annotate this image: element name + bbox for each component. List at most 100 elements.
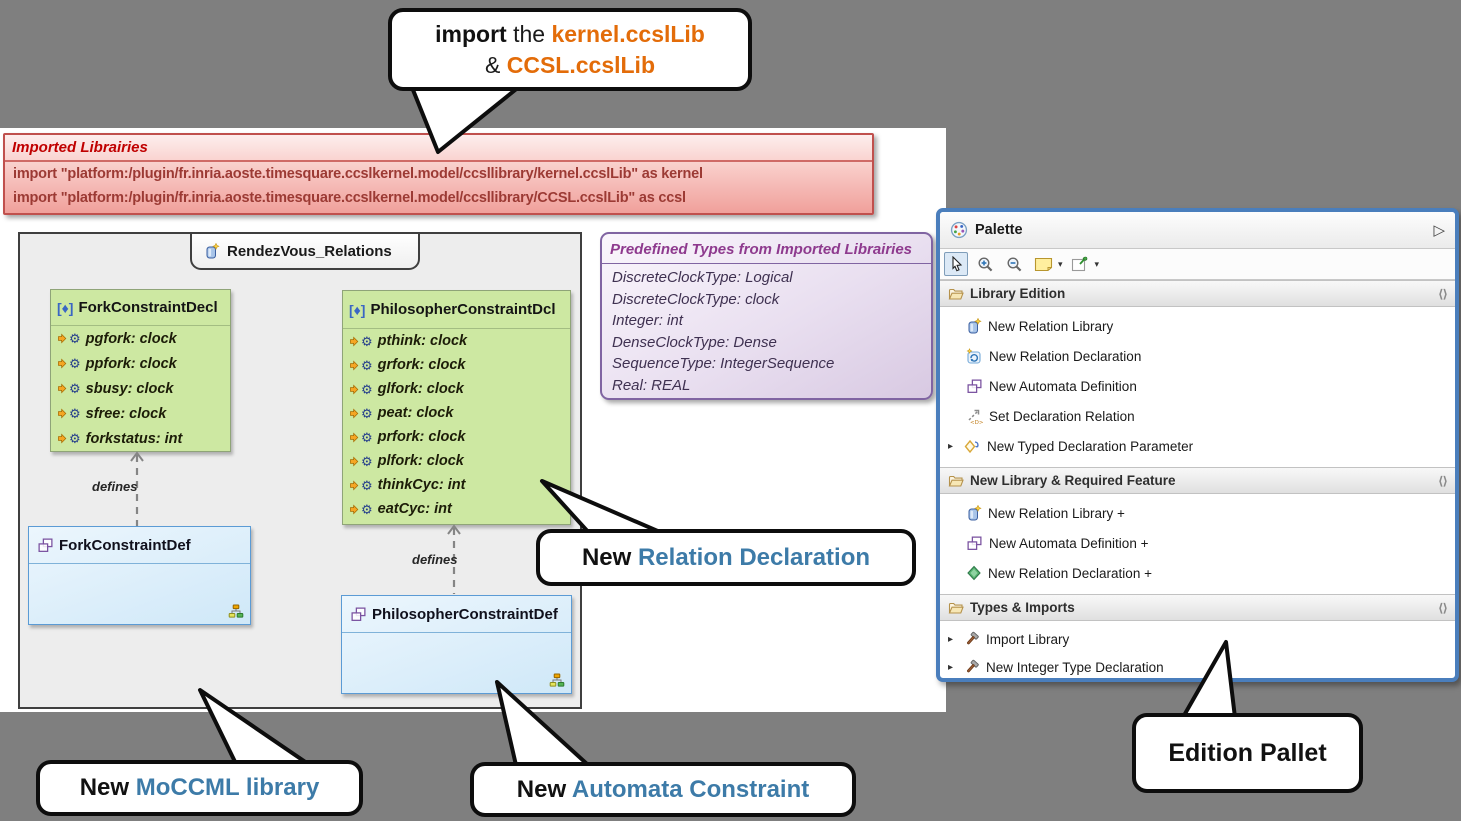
pin-section-icon[interactable]: ⟨⟩ [1438,286,1448,301]
pinned-note-tool-button[interactable] [1068,252,1092,276]
palette-item-label: New Typed Declaration Parameter [987,438,1194,454]
palette-item-new-relation-library-plus[interactable]: New Relation Library + [940,498,1455,528]
defines-edge [130,451,144,527]
relation-library-icon [204,243,220,259]
attribute-row[interactable]: ⚙ thinkCyc: int [343,473,570,497]
palette-panel: Palette ▷ [936,208,1459,682]
attribute-label: peat: clock [377,405,454,421]
relation-declaration-callout: New Relation Declaration [536,529,916,586]
palette-item-new-typed-declaration-parameter[interactable]: ▸ New Typed Declaration Parameter [940,431,1455,461]
attribute-row[interactable]: ⚙ sbusy: clock [51,376,230,401]
import-callout: import the kernel.ccslLib & CCSL.ccslLib [388,8,752,91]
palette-item-new-relation-declaration-plus[interactable]: New Relation Declaration + [940,558,1455,588]
attribute-row[interactable]: ⚙ glfork: clock [343,377,570,401]
palette-item-label: Import Library [986,631,1070,647]
diagram-area[interactable]: RendezVous_Relations [♦] ForkConstraintD… [18,232,582,709]
attribute-label: sfree: clock [85,405,167,422]
palette-toolbar: ▾ ▾ [940,249,1455,280]
palette-item-new-relation-library[interactable]: New Relation Library [940,311,1455,341]
pin-section-icon[interactable]: ⟨⟩ [1438,600,1448,615]
imported-libraries-panel[interactable]: Imported Librairies import "platform:/pl… [3,133,874,215]
palette-item-label: New Automata Definition [989,378,1137,394]
palette-icon [950,221,968,239]
hammer-icon [964,659,980,675]
section-library-edition[interactable]: Library Edition ⟨⟩ [940,280,1455,307]
palette-header[interactable]: Palette ▷ [940,212,1455,249]
attribute-label: forkstatus: int [85,430,183,447]
attribute-row[interactable]: ⚙ pgfork: clock [51,326,230,351]
attribute-row[interactable]: ⚙ sfree: clock [51,401,230,426]
editor-canvas: Imported Librairies import "platform:/pl… [0,128,946,712]
note-tool-button[interactable] [1031,252,1055,276]
section-types-and-imports[interactable]: Types & Imports ⟨⟩ [940,594,1455,621]
clock-attribute-icon: ⚙ [350,431,373,444]
attribute-row[interactable]: ⚙ plfork: clock [343,449,570,473]
node-title: PhilosopherConstraintDef [372,605,558,623]
relation-library-icon [966,505,982,521]
palette-item-new-automata-definition[interactable]: New Automata Definition [940,371,1455,401]
type-entry: SequenceType: IntegerSequence [612,355,835,372]
attribute-row[interactable]: ⚙ prfork: clock [343,425,570,449]
imported-libraries-title: Imported Librairies [5,135,872,162]
note-tool-dropdown-icon[interactable]: ▾ [1058,258,1063,269]
section-label: Library Edition [970,286,1066,301]
palette-item-new-integer-type-declaration[interactable]: ▸ New Integer Type Declaration [940,653,1455,678]
folder-open-icon [948,474,964,488]
callout-black-text: New [79,774,136,801]
node-philosopher-constraint-def[interactable]: PhilosopherConstraintDef [341,595,572,694]
select-tool-button[interactable] [944,252,968,276]
node-philosopher-constraint-dcl[interactable]: [♦] PhilosopherConstraintDcl ⚙ pthink: c… [342,290,571,525]
pinned-note-dropdown-icon[interactable]: ▾ [1094,258,1100,269]
attribute-row[interactable]: ⚙ peat: clock [343,401,570,425]
palette-item-label: New Automata Definition + [989,535,1149,551]
edge-label-defines: defines [92,479,138,494]
pin-section-icon[interactable]: ⟨⟩ [1438,473,1448,488]
folder-open-icon [948,287,964,301]
edge-label-defines: defines [412,552,458,567]
palette-item-label: New Relation Library [988,318,1114,334]
palette-item-import-library[interactable]: ▸ Import Library [940,625,1455,653]
svg-text:<D>: <D> [970,420,983,425]
node-title: ForkConstraintDef [59,536,191,554]
automata-definition-icon [350,606,367,623]
expander-icon[interactable]: ▸ [948,661,954,673]
attribute-row[interactable]: ⚙ ppfork: clock [51,351,230,376]
palette-item-new-automata-definition-plus[interactable]: New Automata Definition + [940,528,1455,558]
diagram-tab-rendezvous-relations[interactable]: RendezVous_Relations [190,234,420,270]
zoom-out-button[interactable] [1002,252,1026,276]
expander-icon[interactable]: ▸ [948,633,954,645]
callout-blue-text: Automata Constraint [571,775,810,803]
automata-definition-icon [37,537,54,554]
diagram-tab-label: RendezVous_Relations [227,242,392,260]
palette-item-set-declaration-relation[interactable]: <D> Set Declaration Relation [940,401,1455,431]
section-label: New Library & Required Feature [970,473,1176,488]
zoom-in-button[interactable] [973,252,997,276]
attribute-label: pgfork: clock [85,330,177,347]
predefined-types-panel: Predefined Types from Imported Librairie… [600,232,933,400]
palette-item-new-relation-declaration[interactable]: New Relation Declaration [940,341,1455,371]
palette-collapse-icon[interactable]: ▷ [1433,222,1445,239]
attribute-label: glfork: clock [377,381,464,397]
attribute-label: pthink: clock [377,333,468,349]
int-attribute-icon: ⚙ [58,432,81,445]
section-items: New Relation Library + New Automata Defi… [940,494,1455,594]
attribute-row[interactable]: ⚙ grfork: clock [343,353,570,377]
type-entry: DiscreteClockType: Logical [612,269,793,286]
section-new-library-required-feature[interactable]: New Library & Required Feature ⟨⟩ [940,467,1455,494]
green-diamond-icon [966,565,982,581]
node-fork-constraint-decl[interactable]: [♦] ForkConstraintDecl ⚙ pgfork: clock ⚙… [50,289,231,452]
expander-icon[interactable]: ▸ [948,440,954,452]
type-entry: Real: REAL [612,376,691,394]
palette-item-label: New Integer Type Declaration [986,659,1164,675]
automaton-tree-icon [228,604,244,619]
attribute-row[interactable]: ⚙ pthink: clock [343,329,570,353]
moccml-callout-text: New MoCCML library [80,774,320,802]
attribute-row[interactable]: ⚙ forkstatus: int [51,426,230,451]
node-fork-constraint-def[interactable]: ForkConstraintDef [28,526,251,625]
hammer-icon [964,631,980,647]
attribute-row[interactable]: ⚙ eatCyc: int [343,497,570,521]
clock-attribute-icon: ⚙ [350,455,373,468]
attribute-label: plfork: clock [377,453,464,469]
clock-attribute-icon: ⚙ [350,407,373,420]
